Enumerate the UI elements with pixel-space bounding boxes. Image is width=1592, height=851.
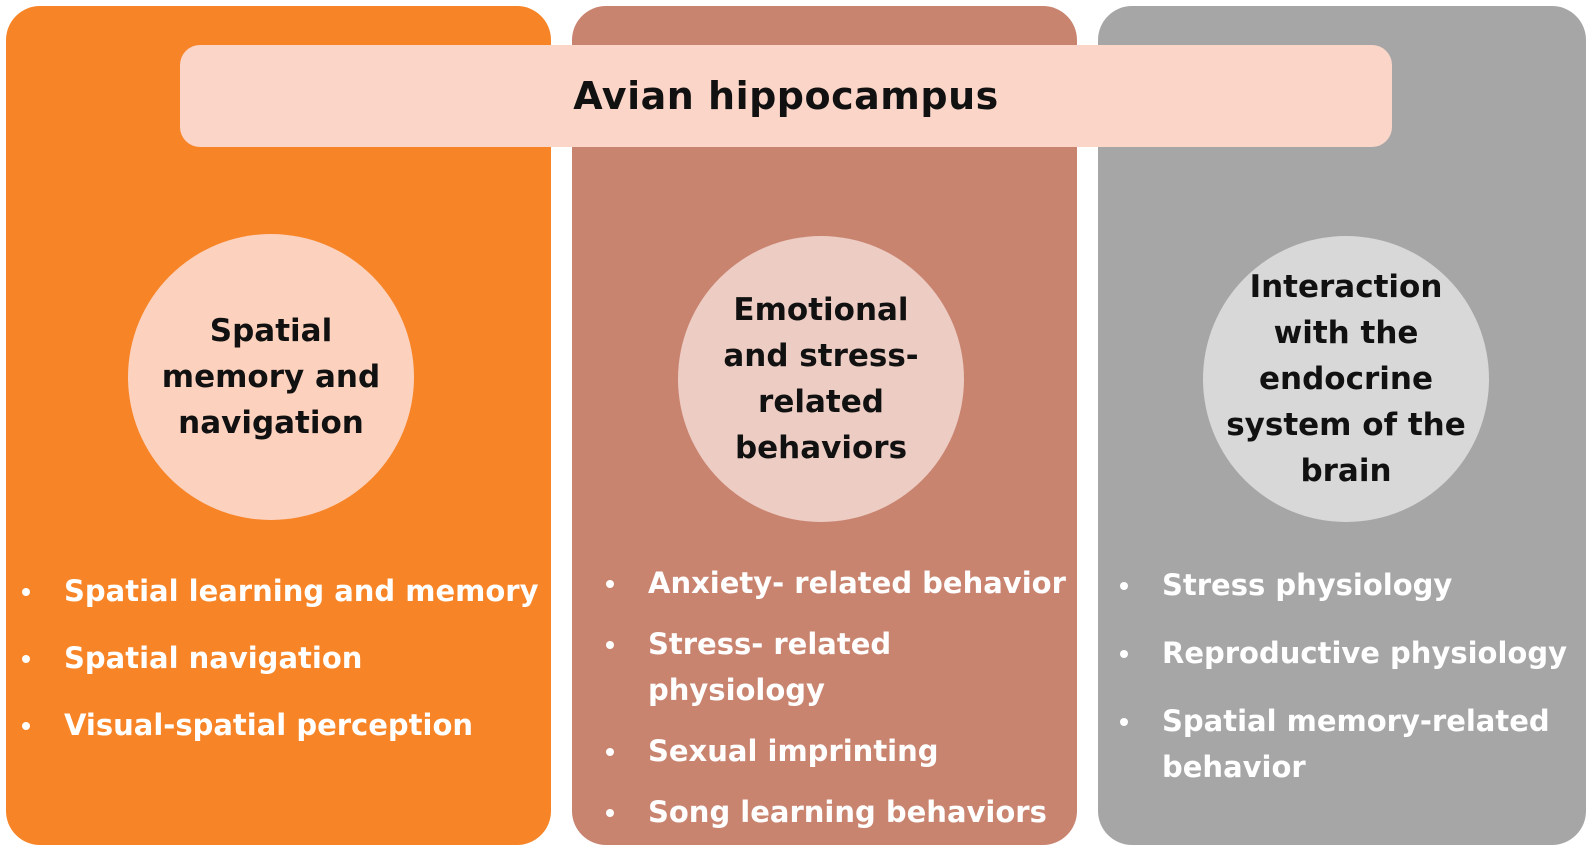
bullet-dot-icon: [606, 641, 614, 649]
list-item: Reproductive physiology: [1118, 630, 1586, 676]
list-item: Visual-spatial perception: [20, 702, 545, 748]
bullet-dot-icon: [1120, 718, 1128, 726]
list-item: Stress physiology: [1118, 562, 1586, 608]
bullet-dot-icon: [22, 588, 30, 596]
list-item: Anxiety- related behavior: [604, 560, 1074, 606]
circle-endocrine-interaction: Interaction with the endocrine system of…: [1203, 236, 1489, 522]
list-item: Spatial learning and memory: [20, 568, 545, 614]
bullet-dot-icon: [606, 748, 614, 756]
bullet-list-endocrine: Stress physiology Reproductive physiolog…: [1118, 562, 1586, 812]
circle-spatial-memory: Spatial memory and navigation: [128, 234, 414, 520]
list-item: Spatial memory-related behavior: [1118, 698, 1586, 790]
bullet-dot-icon: [606, 580, 614, 588]
list-item: Song learning behaviors: [604, 789, 1074, 835]
circle-label: Emotional and stress- related behaviors: [723, 292, 919, 466]
list-item: Sexual imprinting: [604, 728, 1074, 774]
bullet-list-spatial: Spatial learning and memory Spatial navi…: [20, 568, 545, 769]
bullet-dot-icon: [606, 809, 614, 817]
bullet-list-emotional: Anxiety- related behavior Stress- relate…: [604, 560, 1074, 850]
bullet-dot-icon: [22, 655, 30, 663]
bullet-dot-icon: [1120, 650, 1128, 658]
diagram-title: Avian hippocampus: [573, 74, 999, 118]
list-item: Stress- related physiology: [604, 621, 1074, 713]
bullet-dot-icon: [1120, 582, 1128, 590]
list-item: Spatial navigation: [20, 635, 545, 681]
circle-label: Spatial memory and navigation: [161, 313, 381, 441]
title-banner: Avian hippocampus: [180, 45, 1392, 147]
bullet-dot-icon: [22, 722, 30, 730]
circle-emotional-behaviors: Emotional and stress- related behaviors: [678, 236, 964, 522]
circle-label: Interaction with the endocrine system of…: [1226, 269, 1466, 489]
